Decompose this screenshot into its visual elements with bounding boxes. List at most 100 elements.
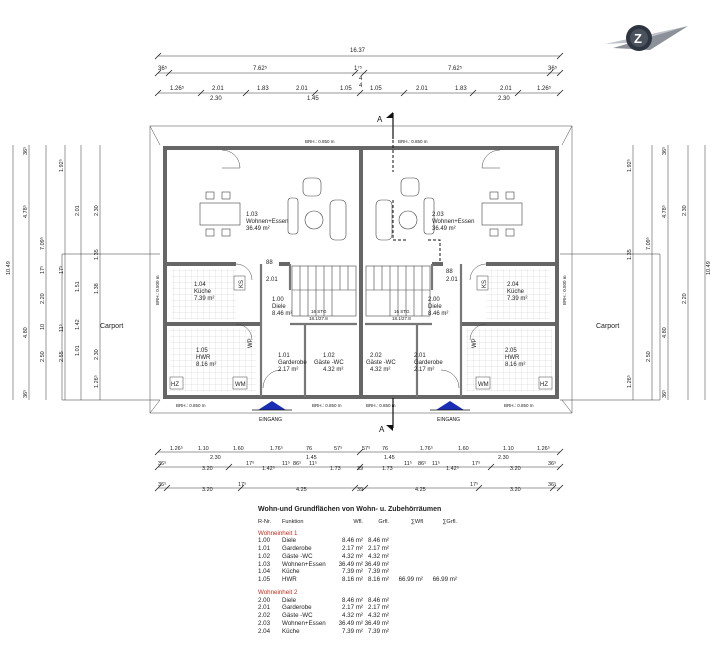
window-brh: BRH.: 0.850 m (398, 139, 428, 144)
table-cell: 2.17 m² (342, 604, 363, 612)
window-brh: BRH.: 0.850 m (504, 403, 534, 408)
heating-icon: HZ (540, 382, 548, 388)
heating-icon: HZ (171, 382, 179, 388)
dim-bottom: 1.45 (384, 455, 395, 461)
dim-bottom: 2.30 (498, 455, 509, 461)
dim-right: 1.35 (627, 249, 633, 260)
table-cell: 7.39 m² (368, 627, 389, 635)
dim-bottom: 11⁵ (309, 460, 317, 467)
table-cell: 7.39 m² (342, 627, 363, 635)
svg-text:A: A (379, 425, 385, 434)
dim-left: 36⁵ (22, 147, 29, 155)
dim-bottom: 1.10 (198, 446, 209, 452)
table-cell: 4.32 m² (368, 552, 389, 560)
room-number: 1.05 (196, 348, 208, 354)
table-cell (389, 537, 423, 545)
dim-bottom: 4.25 (415, 487, 426, 493)
dim-bottom: 86⁵ (418, 460, 426, 467)
compass-logo-icon: Z (605, 25, 688, 51)
table-group-heading: Wohneinheit 2 (258, 588, 298, 596)
dim-left: 4.78⁵ (22, 205, 29, 218)
table-cell: 8.16 m² (368, 576, 389, 583)
table-cell: 66.99 m² (398, 576, 423, 583)
table-cell (423, 561, 457, 569)
table-cell (423, 620, 457, 628)
svg-text:A: A (377, 115, 383, 124)
dim-bottom: 86⁵ (293, 460, 301, 467)
table-cell: 36.49 m² (338, 619, 363, 627)
table-cell (389, 553, 423, 561)
room-number: 2.01 (414, 353, 426, 359)
dim-left: 11⁵ (58, 324, 65, 332)
table-cell: 1.00 (258, 537, 271, 545)
dim-bottom: 1.45 (306, 455, 317, 461)
table-cell (423, 545, 457, 553)
dim-bottom: 1.73 (330, 466, 341, 472)
dim-top-small: 4 (359, 83, 363, 89)
dim-right-outer: 10.49 (706, 261, 712, 275)
room-area: 8.46 m² (272, 311, 292, 317)
window-brh: BRH.: 0.850 m (366, 403, 396, 408)
table-cell: 1.05 (258, 576, 271, 583)
table-cell: Diele (282, 596, 297, 604)
col-header: Wfl. (353, 518, 363, 525)
col-header: R-Nr. (258, 518, 272, 525)
dim-bottom: 1.60 (458, 446, 469, 452)
dim-bottom: 57⁵ (362, 445, 370, 452)
dim-bottom: 1.42⁵ (446, 465, 459, 472)
dim-left: 1.92⁵ (58, 159, 65, 172)
dim-left: 17⁵ (39, 266, 46, 274)
room-number: 1.03 (246, 212, 258, 218)
dim-bottom: 17⁵ (246, 460, 254, 467)
col-header: ∑Grfl. (442, 518, 457, 525)
table-cell (423, 553, 457, 561)
kitchen-tiles-left (172, 269, 236, 319)
room-area: 4.32 m² (370, 367, 390, 373)
svg-text:Z: Z (634, 31, 642, 46)
table-cell (389, 545, 423, 553)
room-name: Wohnen+Essen (432, 219, 474, 225)
door-height: 88 (266, 260, 273, 266)
dim-bottom: 76 (306, 446, 312, 452)
col-header: ∑Wfl (410, 518, 423, 525)
dim-left: 17⁵ (58, 266, 65, 274)
dim-left: 2.01 (75, 205, 81, 216)
dim-bottom: 3.20 (202, 466, 213, 472)
doors (221, 149, 501, 389)
table-cell: 36.49 m² (364, 619, 389, 627)
dim-top: 1.83 (455, 86, 467, 92)
dim-bottom: 1.26⁵ (537, 445, 550, 452)
dim-bottom: 39 (357, 466, 363, 472)
col-header: Grfl. (378, 518, 389, 525)
dim-right: 4.80 (662, 327, 668, 338)
dim-top: 2.01 (212, 86, 224, 92)
dim-right: 1.26⁵ (626, 375, 633, 388)
staircase-left (291, 265, 357, 317)
window-brh-side: BRH.: 0.500 m (562, 275, 567, 305)
room-number: 1.01 (278, 353, 290, 359)
dim-bottom: 11⁵ (432, 460, 440, 467)
dim-bottom: 1.10 (503, 446, 514, 452)
table-cell: 4.32 m² (342, 612, 363, 619)
table-cell (423, 628, 457, 636)
table-cell (389, 568, 423, 576)
dim-top: 2.01 (500, 86, 512, 92)
dashed-axis (392, 140, 441, 262)
room-area: 2.17 m² (278, 367, 298, 373)
dim-top: 1.83 (257, 86, 269, 92)
table-cell: Gäste -WC (282, 552, 313, 560)
dim-top: 1.45 (307, 96, 319, 102)
dim-top: 2.01 (416, 86, 428, 92)
dim-right: 2.20 (682, 293, 688, 304)
table-cell (423, 612, 457, 620)
entrance-right: EINGANG (430, 401, 470, 423)
dim-top: 2.30 (210, 96, 222, 102)
room-name: Diele (428, 304, 442, 310)
